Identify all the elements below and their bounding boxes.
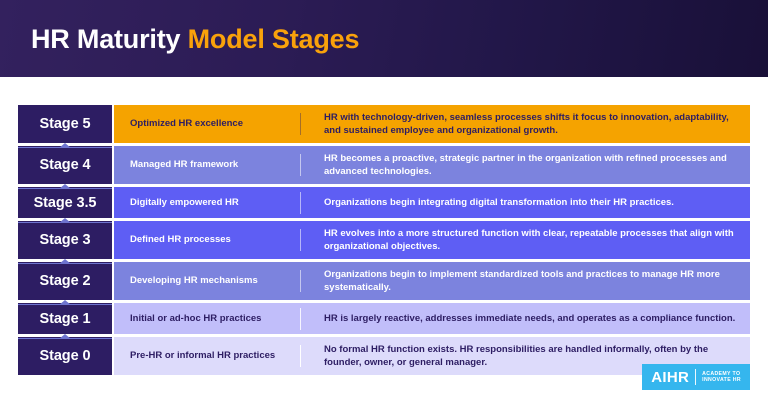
logo-tagline: Academy to Innovate HR: [702, 371, 741, 384]
stage-band-4: Managed HR framework HR becomes a proact…: [114, 146, 750, 184]
page-title: HR Maturity Model Stages: [31, 23, 359, 55]
stage-name-cell-1: Initial or ad-hoc HR practices: [114, 303, 310, 334]
stage-band-0: Pre-HR or informal HR practices No forma…: [114, 337, 750, 375]
stage-label-1: Stage 1: [39, 310, 91, 327]
header-banner: HR Maturity Model Stages: [0, 0, 768, 77]
stage-label-2: Stage 2: [39, 273, 91, 289]
stage-label-5: Stage 5: [39, 116, 91, 132]
stage-label-cell-0: Stage 0: [18, 337, 112, 375]
stage-name-4: Managed HR framework: [130, 159, 239, 170]
table-row[interactable]: Stage 0 Pre-HR or informal HR practices …: [18, 337, 750, 375]
stage-desc-cell-5: HR with technology-driven, seamless proc…: [310, 105, 750, 143]
stage-band-3-5: Digitally empowered HR Organizations beg…: [114, 187, 750, 218]
stage-name-cell-2: Developing HR mechanisms: [114, 262, 310, 300]
stage-label-3-5: Stage 3.5: [33, 194, 97, 211]
stage-description-4: HR becomes a proactive, strategic partne…: [324, 153, 727, 177]
stage-desc-cell-0: No formal HR function exists. HR respons…: [310, 337, 750, 375]
stage-name-3: Defined HR processes: [130, 234, 231, 245]
stage-label-3: Stage 3: [39, 232, 91, 248]
stage-name-cell-3-5: Digitally empowered HR: [114, 187, 310, 218]
stage-name-cell-0: Pre-HR or informal HR practices: [114, 337, 310, 375]
stage-desc-cell-2: Organizations begin to implement standar…: [310, 262, 750, 300]
stage-name-2: Developing HR mechanisms: [130, 275, 258, 286]
stage-name-cell-5: Optimized HR excellence: [114, 105, 310, 143]
stage-description-3-5: Organizations begin integrating digital …: [324, 197, 674, 208]
stage-desc-cell-3-5: Organizations begin integrating digital …: [310, 187, 750, 218]
table-row[interactable]: Stage 2 Developing HR mechanisms Organiz…: [18, 262, 750, 300]
stage-description-1: HR is largely reactive, addresses immedi…: [324, 313, 736, 324]
stage-name-1: Initial or ad-hoc HR practices: [130, 312, 262, 324]
stage-label-cell-4: Stage 4: [18, 146, 112, 184]
stage-description-2: Organizations begin to implement standar…: [324, 269, 720, 293]
stage-table: Stage 5 Optimized HR excellence HR with …: [18, 105, 750, 378]
stage-description-3: HR evolves into a more structured functi…: [324, 228, 734, 252]
stage-band-1: Initial or ad-hoc HR practices HR is lar…: [114, 303, 750, 334]
table-row[interactable]: Stage 4 Managed HR framework HR becomes …: [18, 146, 750, 184]
page-title-primary: HR Maturity: [31, 24, 181, 54]
stage-desc-cell-4: HR becomes a proactive, strategic partne…: [310, 146, 750, 184]
stage-label-4: Stage 4: [39, 157, 91, 173]
stage-label-cell-3: Stage 3: [18, 221, 112, 259]
stage-band-3: Defined HR processes HR evolves into a m…: [114, 221, 750, 259]
stage-desc-cell-3: HR evolves into a more structured functi…: [310, 221, 750, 259]
stage-name-3-5: Digitally empowered HR: [130, 196, 239, 208]
stage-description-0: No formal HR function exists. HR respons…: [324, 344, 709, 368]
logo-tagline-line1: Academy to: [702, 370, 741, 377]
stage-label-cell-5: Stage 5: [18, 105, 112, 143]
logo-wordmark: AIHR: [651, 368, 690, 386]
stage-name-0: Pre-HR or informal HR practices: [130, 350, 276, 361]
table-row[interactable]: Stage 5 Optimized HR excellence HR with …: [18, 105, 750, 143]
aihr-logo: AIHR Academy to Innovate HR: [642, 364, 750, 390]
stage-description-5: HR with technology-driven, seamless proc…: [324, 112, 729, 136]
stage-band-2: Developing HR mechanisms Organizations b…: [114, 262, 750, 300]
table-row[interactable]: Stage 3.5 Digitally empowered HR Organiz…: [18, 187, 750, 218]
stage-name-5: Optimized HR excellence: [130, 118, 243, 129]
stage-band-5: Optimized HR excellence HR with technolo…: [114, 105, 750, 143]
logo-divider: [695, 369, 697, 385]
stage-label-0: Stage 0: [39, 348, 91, 364]
page-title-accent: Model Stages: [187, 24, 360, 54]
table-row[interactable]: Stage 1 Initial or ad-hoc HR practices H…: [18, 303, 750, 334]
table-row[interactable]: Stage 3 Defined HR processes HR evolves …: [18, 221, 750, 259]
stage-name-cell-4: Managed HR framework: [114, 146, 310, 184]
logo-tagline-line2: Innovate HR: [702, 377, 741, 383]
stage-name-cell-3: Defined HR processes: [114, 221, 310, 259]
stage-label-cell-3-5: Stage 3.5: [18, 187, 112, 218]
stage-label-cell-2: Stage 2: [18, 262, 112, 300]
stage-desc-cell-1: HR is largely reactive, addresses immedi…: [310, 303, 750, 334]
stage-label-cell-1: Stage 1: [18, 303, 112, 334]
